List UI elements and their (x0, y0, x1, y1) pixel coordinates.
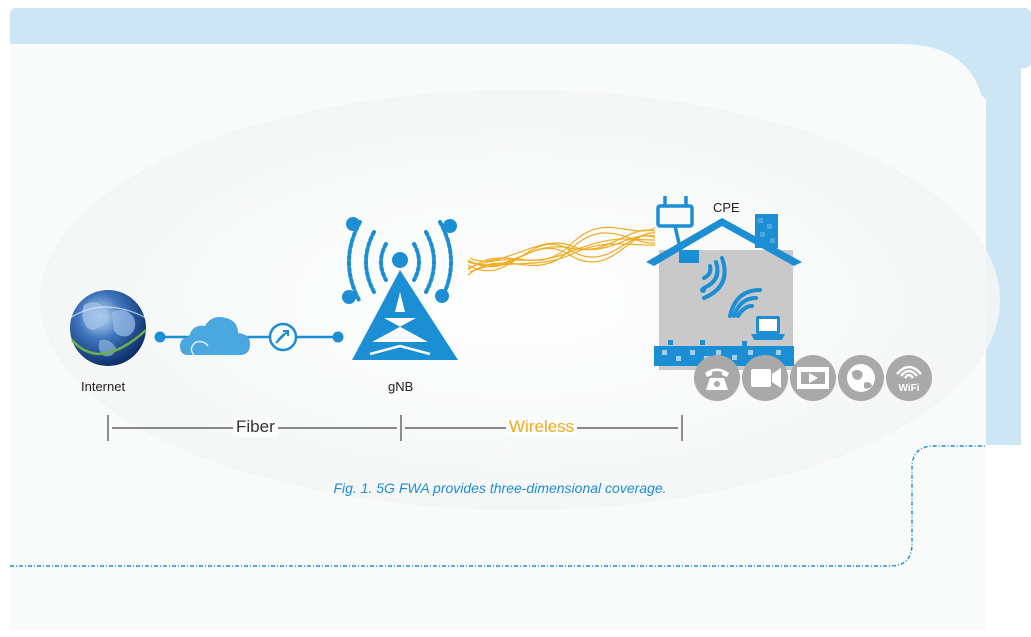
service-icons: WiFi (694, 355, 932, 401)
frame (10, 8, 1031, 630)
center-glow (40, 90, 1000, 510)
phone-icon (694, 355, 740, 401)
fiber-label: Fiber (233, 417, 278, 437)
house-wifi-signal-icon (702, 256, 762, 318)
house-roof (646, 218, 802, 266)
internet-globe-icon (69, 290, 147, 366)
gnb-tower-icon (342, 217, 458, 360)
laptop-icon (751, 316, 785, 340)
cloud-icon (180, 317, 250, 356)
fiber-link (154, 317, 344, 356)
link-endpoint (154, 331, 166, 343)
wireless-label: Wireless (506, 417, 578, 437)
dashed-border (10, 445, 986, 567)
wifi-icon-text: WiFi (898, 383, 919, 394)
cpe-box (679, 250, 699, 263)
wireless-beam (467, 226, 656, 276)
figure-caption: Fig. 1. 5G FWA provides three-dimensiona… (333, 480, 667, 496)
gnb-label: gNB (388, 379, 414, 394)
cpe-antenna-icon (656, 196, 694, 253)
router-node-icon (268, 322, 298, 352)
link-endpoint (332, 331, 344, 343)
video-play-icon (790, 355, 836, 401)
chimney (755, 214, 778, 248)
web-globe-icon (838, 355, 884, 401)
internet-label: Internet (81, 379, 126, 394)
video-camera-icon (742, 355, 788, 401)
cpe-label: CPE (713, 200, 740, 215)
cpe-house-icon (646, 196, 802, 370)
wifi-icon: WiFi (886, 355, 932, 401)
